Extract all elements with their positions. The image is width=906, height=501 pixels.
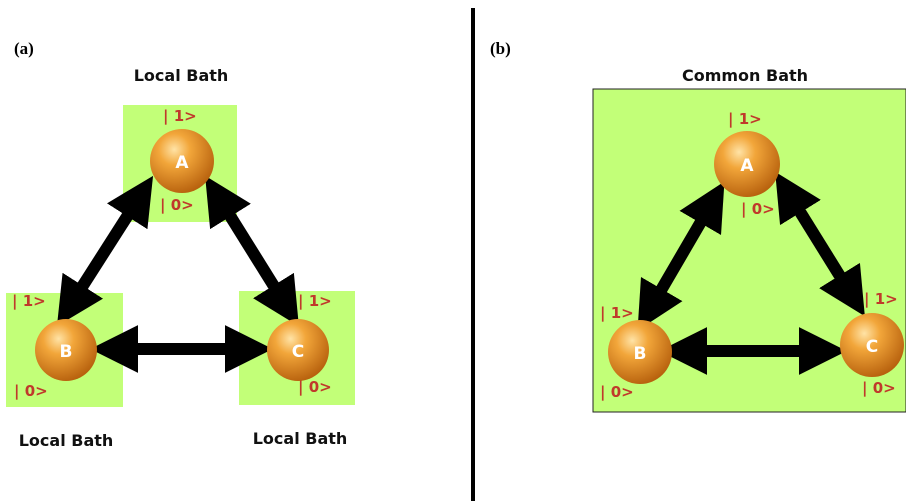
ket-1-a-common: | 1>: [728, 110, 762, 129]
ket-1-c-common: | 1>: [864, 290, 898, 309]
local-bath-label-left: Local Bath: [19, 431, 114, 450]
qubit-b: [35, 319, 97, 381]
qubit-label-c: C: [292, 342, 304, 362]
qubit-label-a-common: A: [740, 156, 754, 176]
panel-a-label: (a): [14, 39, 34, 58]
qubit-label-c-common: C: [866, 337, 878, 357]
ket-0-b: | 0>: [14, 382, 48, 401]
ket-1-c: | 1>: [298, 292, 332, 311]
ket-1-b-common: | 1>: [600, 304, 634, 323]
coupling-arrow-a-b-common: [637, 181, 725, 331]
ket-0-a: | 0>: [160, 196, 194, 215]
qubit-c-common: [840, 313, 904, 377]
qubit-a-common: [714, 131, 780, 197]
qubit-label-b-common: B: [634, 344, 647, 364]
qubit-c: [267, 319, 329, 381]
common-bath-label: Common Bath: [682, 66, 808, 85]
ket-0-b-common: | 0>: [600, 383, 634, 402]
qubit-a: [150, 129, 214, 193]
local-bath-label-top: Local Bath: [134, 66, 229, 85]
coupling-arrow-a-c: [205, 175, 299, 327]
ket-0-a-common: | 0>: [741, 200, 775, 219]
qubit-label-a: A: [175, 153, 189, 173]
ket-0-c-common: | 0>: [862, 379, 896, 398]
panel-b-label: (b): [490, 39, 511, 58]
coupling-arrow-a-c-common: [775, 171, 865, 317]
local-bath-label-right: Local Bath: [253, 429, 348, 448]
ket-1-b: | 1>: [12, 292, 46, 311]
ket-1-a: | 1>: [163, 107, 197, 126]
qubit-label-b: B: [60, 342, 73, 362]
coupling-arrow-a-b: [56, 175, 154, 327]
qubit-b-common: [608, 320, 672, 384]
ket-0-c: | 0>: [298, 378, 332, 397]
